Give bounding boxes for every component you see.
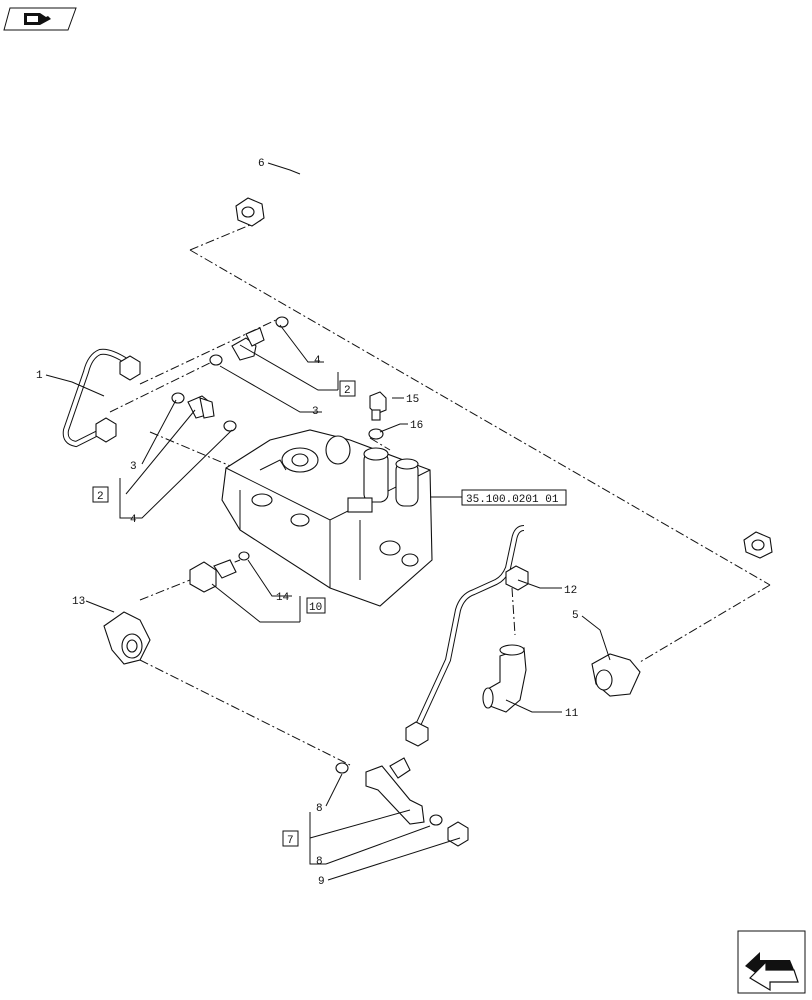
fitting-part-2-upper: [209, 316, 289, 366]
pipe-nut-top: [235, 197, 265, 227]
callout-box-2-upper: [339, 380, 356, 397]
label-16: 16: [410, 420, 423, 432]
elbow-part-5: [591, 653, 641, 697]
label-7: 7: [287, 835, 294, 847]
fitting-part-2-lower: [171, 392, 237, 432]
label-13: 13: [72, 596, 85, 608]
valve-block: [221, 429, 433, 607]
callout-box-7: [282, 830, 299, 847]
label-11: 11: [565, 708, 579, 720]
oring-part-16: [368, 428, 384, 440]
pipe-part-6: [235, 148, 773, 559]
leader-lines: [45, 162, 611, 881]
label-8-upper: 8: [316, 803, 323, 815]
elbow-part-13: [103, 611, 151, 665]
nav-badge[interactable]: [3, 7, 77, 31]
label-15: 15: [406, 394, 419, 406]
label-2-lower: 2: [97, 491, 104, 503]
elbow-part-11: [482, 644, 527, 713]
reference-code[interactable]: 35.100.0201 01: [466, 494, 559, 506]
label-6: 6: [258, 158, 265, 170]
next-page-frame: [737, 930, 806, 994]
next-page-arrow-icon: [745, 952, 799, 992]
callout-box-2-lower: [92, 486, 109, 503]
label-1: 1: [36, 370, 43, 382]
tee-part-7: [335, 757, 469, 847]
label-5: 5: [572, 610, 579, 622]
label-8-lower: 8: [316, 856, 323, 868]
label-9: 9: [318, 876, 325, 888]
pipe-nut-bottom: [743, 531, 773, 559]
next-page-button[interactable]: [737, 930, 806, 994]
label-3-lower: 3: [130, 461, 137, 473]
label-12: 12: [564, 585, 577, 597]
label-10: 10: [309, 602, 322, 614]
label-14: 14: [276, 592, 290, 604]
pipe-part-1: [62, 348, 141, 448]
label-4-lower: 4: [130, 514, 137, 526]
label-3-upper: 3: [312, 406, 319, 418]
label-4-upper: 4: [314, 355, 321, 367]
hand-pointing-right-icon: [24, 13, 51, 25]
callout-box-10: [306, 597, 326, 614]
reference-box[interactable]: [461, 489, 567, 506]
fitting-part-14: [189, 551, 250, 593]
label-2-upper: 2: [344, 385, 351, 397]
bolt-part-15: [369, 391, 387, 421]
